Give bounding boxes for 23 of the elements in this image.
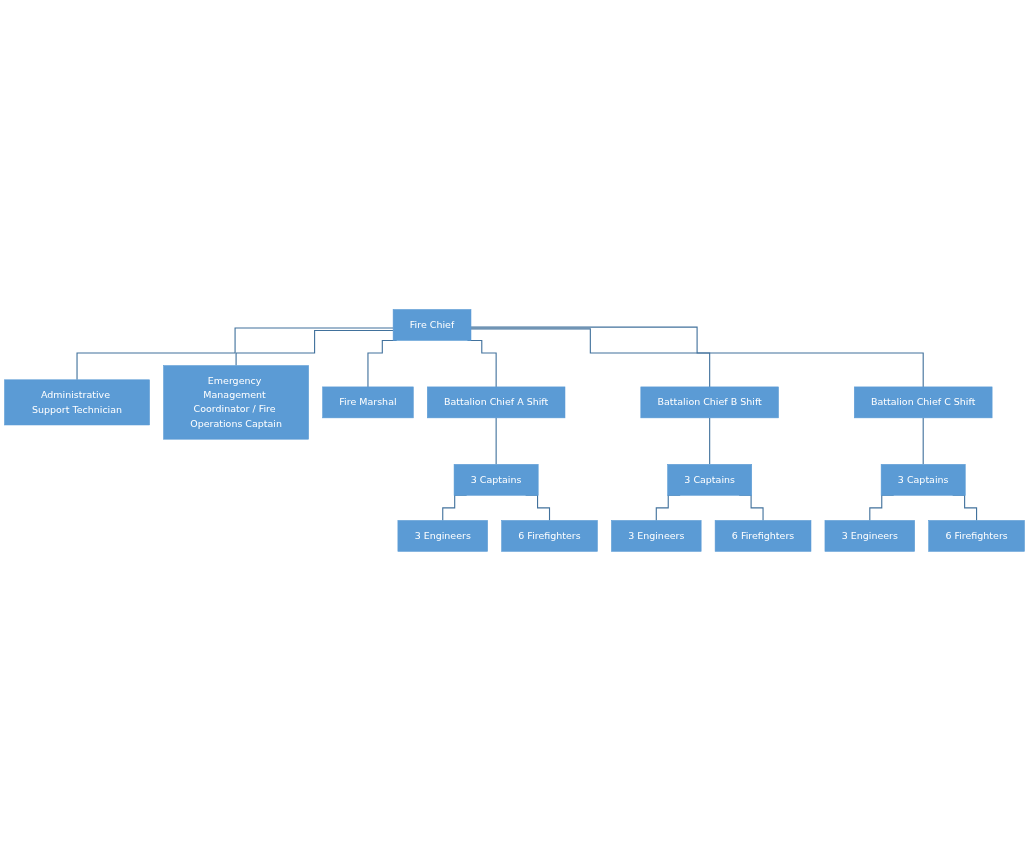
node-box: 6 Firefighters xyxy=(501,520,598,552)
node-box: Emergency Management Coordinator / Fire Operations Captain xyxy=(163,365,309,440)
connector xyxy=(709,417,711,465)
node-box: Fire Marshal xyxy=(322,386,414,419)
node-box: Battalion Chief C Shift xyxy=(854,386,993,419)
node-box: 3 Captains xyxy=(453,464,539,496)
connector xyxy=(235,330,394,367)
node-box: 6 Firefighters xyxy=(928,520,1025,552)
node-box: Battalion Chief A Shift xyxy=(427,386,566,419)
node-box: 3 Captains xyxy=(880,464,966,496)
connector xyxy=(495,417,497,465)
connector xyxy=(76,327,394,381)
node-box: Battalion Chief B Shift xyxy=(640,386,779,419)
connector xyxy=(922,417,924,465)
node-box: 3 Engineers xyxy=(397,520,488,552)
node-box: Fire Chief xyxy=(392,309,472,341)
connector xyxy=(470,326,924,388)
connector xyxy=(470,328,711,388)
node-box: 3 Engineers xyxy=(611,520,702,552)
node-box: Administrative Support Technician xyxy=(4,379,150,426)
node-box: 3 Captains xyxy=(667,464,752,496)
node-box: 6 Firefighters xyxy=(714,520,812,552)
node-box: 3 Engineers xyxy=(824,520,915,552)
